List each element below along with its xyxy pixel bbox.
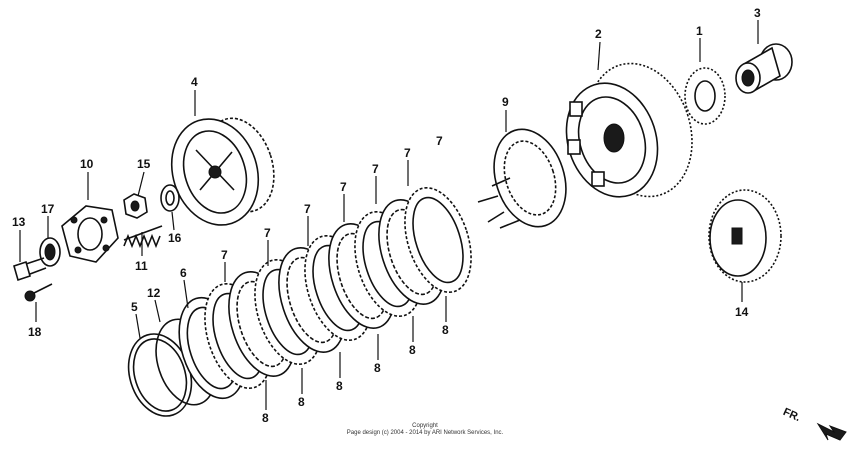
part-16-washer[interactable]	[160, 184, 180, 212]
callout-1: 1	[696, 24, 703, 38]
part-9-clutch-center[interactable]	[477, 120, 578, 236]
callout-8b: 8	[298, 395, 305, 409]
callout-7c: 7	[304, 202, 311, 216]
callout-labels: 1 2 3 4 5 6 7 7 7 7 7 7 7 8 8 8 8 8 8 9 …	[12, 6, 761, 425]
part-1-drive-gear[interactable]	[684, 67, 726, 125]
callout-16: 16	[168, 231, 182, 245]
callout-8f: 8	[442, 323, 449, 337]
callout-8c: 8	[336, 379, 343, 393]
copyright-title: Copyright	[412, 423, 438, 429]
callout-3: 3	[754, 6, 761, 20]
part-15-nut[interactable]	[123, 193, 148, 219]
callout-12: 12	[147, 286, 161, 300]
callout-7f: 7	[404, 146, 411, 160]
copyright-notice: Page design (c) 2004 - 2014 by ARI Netwo…	[346, 430, 504, 436]
callout-18: 18	[28, 325, 42, 339]
callout-11: 11	[135, 259, 148, 273]
callout-7d: 7	[340, 180, 347, 194]
callout-15: 15	[137, 157, 151, 171]
callout-10: 10	[80, 157, 94, 171]
callout-7a: 7	[221, 248, 228, 262]
callout-5: 5	[131, 300, 138, 314]
callout-7g: 7	[436, 134, 443, 148]
callout-13: 13	[12, 215, 26, 229]
part-14-gear[interactable]	[708, 189, 782, 283]
clutch-plate-pack	[178, 187, 472, 400]
callout-9: 9	[502, 95, 509, 109]
front-direction-arrow-icon	[816, 422, 847, 441]
leader-lines	[19, 20, 759, 410]
part-3-collar[interactable]	[735, 43, 793, 94]
part-18-bolt[interactable]	[24, 283, 53, 302]
callout-6: 6	[180, 266, 187, 280]
callout-17: 17	[41, 202, 55, 216]
part-10-lifter-plate[interactable]	[61, 205, 119, 263]
callout-7b: 7	[264, 226, 271, 240]
callout-4: 4	[191, 75, 198, 89]
part-11-spring[interactable]	[123, 225, 163, 249]
part-4-pressure-plate[interactable]	[158, 108, 285, 237]
part-2-clutch-outer[interactable]	[552, 50, 708, 210]
callout-2: 2	[595, 27, 602, 41]
callout-7e: 7	[372, 162, 379, 176]
callout-8e: 8	[409, 343, 416, 357]
callout-14: 14	[735, 305, 749, 319]
callout-8d: 8	[374, 361, 381, 375]
callout-8a: 8	[262, 411, 269, 425]
part-17-bearing[interactable]	[39, 237, 61, 267]
part-13-lifter-rod[interactable]	[13, 257, 47, 282]
